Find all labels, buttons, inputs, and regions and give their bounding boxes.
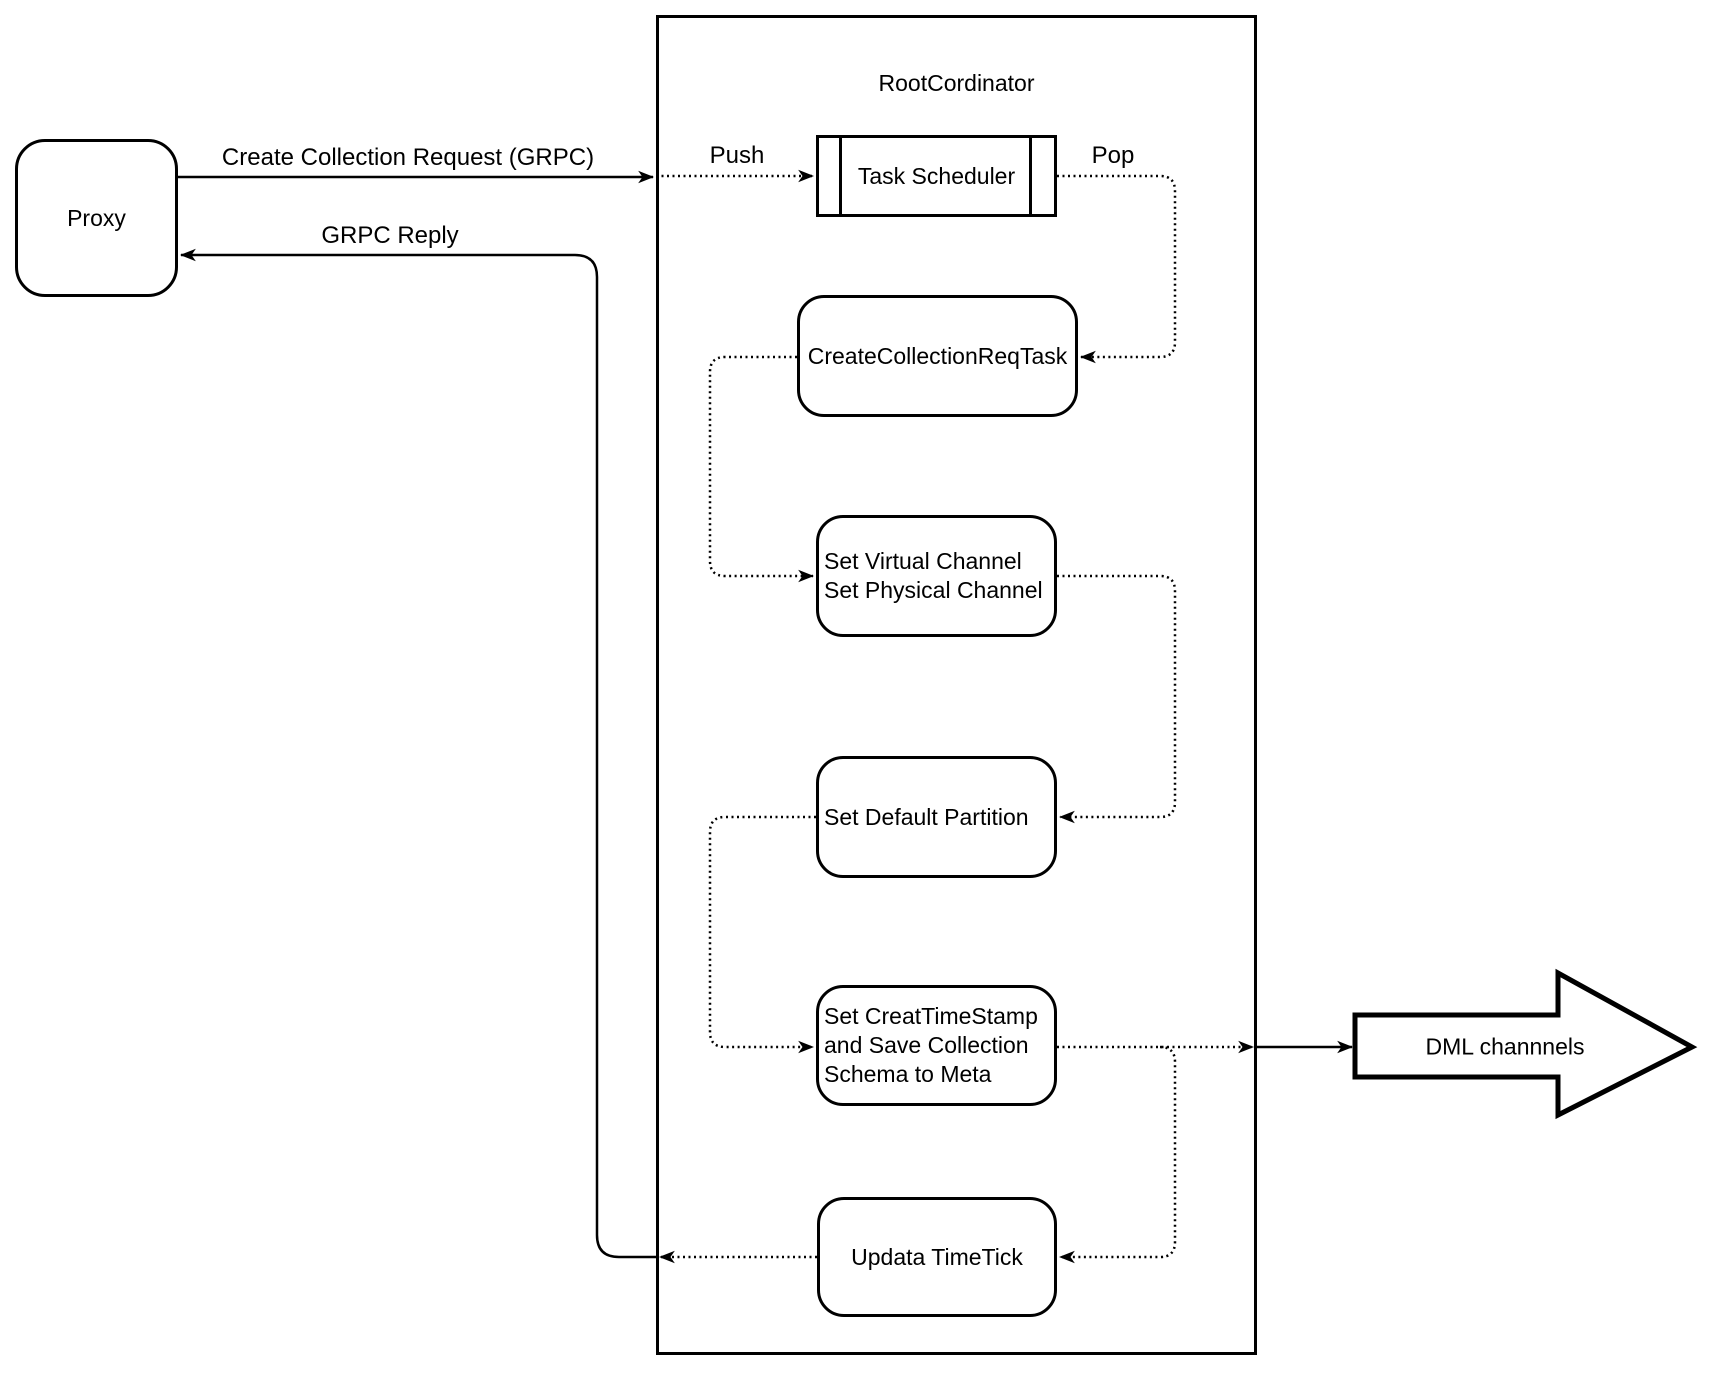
edge-label-pop: Pop <box>1089 142 1137 170</box>
process-bar-left <box>839 138 842 214</box>
edge-label-grpc-reply: GRPC Reply <box>319 222 461 250</box>
set-virtual-channel-line: Set Virtual Channel <box>824 548 1022 574</box>
task-scheduler-node: Task Scheduler <box>816 135 1057 217</box>
updata-timetick-label: Updata TimeTick <box>851 1243 1023 1270</box>
set-channels-node: Set Virtual Channel Set Physical Channel <box>816 515 1057 637</box>
edge-label-create-collection-request: Create Collection Request (GRPC) <box>219 144 597 172</box>
process-bar-right <box>1029 138 1032 214</box>
set-default-partition-label: Set Default Partition <box>824 803 1029 830</box>
set-timestamp-node: Set CreatTimeStamp and Save Collection S… <box>816 985 1057 1106</box>
create-collection-req-task-label: CreateCollectionReqTask <box>807 342 1068 369</box>
rootcordinator-title: RootCordinator <box>878 70 1035 96</box>
dml-channels-arrow-shape <box>1352 968 1698 1120</box>
proxy-label: Proxy <box>67 204 126 231</box>
set-timestamp-line1: Set CreatTimeStamp <box>824 1003 1038 1029</box>
edge-reqtask-to-setchannels <box>708 355 815 583</box>
proxy-node: Proxy <box>15 139 178 297</box>
task-scheduler-label: Task Scheduler <box>857 162 1016 189</box>
edge-timestamp-to-timetick <box>1058 1045 1177 1264</box>
edge-defaultpartition-to-timestamp <box>708 815 816 1054</box>
updata-timetick-node: Updata TimeTick <box>817 1197 1057 1317</box>
set-default-partition-node: Set Default Partition <box>816 756 1057 878</box>
edge-setchannels-to-defaultpartition <box>1057 574 1177 824</box>
set-channels-label: Set Virtual Channel Set Physical Channel <box>824 547 1043 605</box>
set-timestamp-line2: and Save Collection <box>824 1032 1029 1058</box>
set-timestamp-line3: Schema to Meta <box>824 1061 992 1087</box>
dml-channels-label: DML channnels <box>1425 1033 1585 1060</box>
set-timestamp-label: Set CreatTimeStamp and Save Collection S… <box>824 1002 1038 1089</box>
set-physical-channel-line: Set Physical Channel <box>824 577 1043 603</box>
rootcordinator-container: RootCordinator <box>656 15 1257 1355</box>
create-collection-req-task-node: CreateCollectionReqTask <box>797 295 1078 417</box>
edge-grpc-reply <box>179 248 656 1259</box>
edge-label-push: Push <box>707 142 767 170</box>
